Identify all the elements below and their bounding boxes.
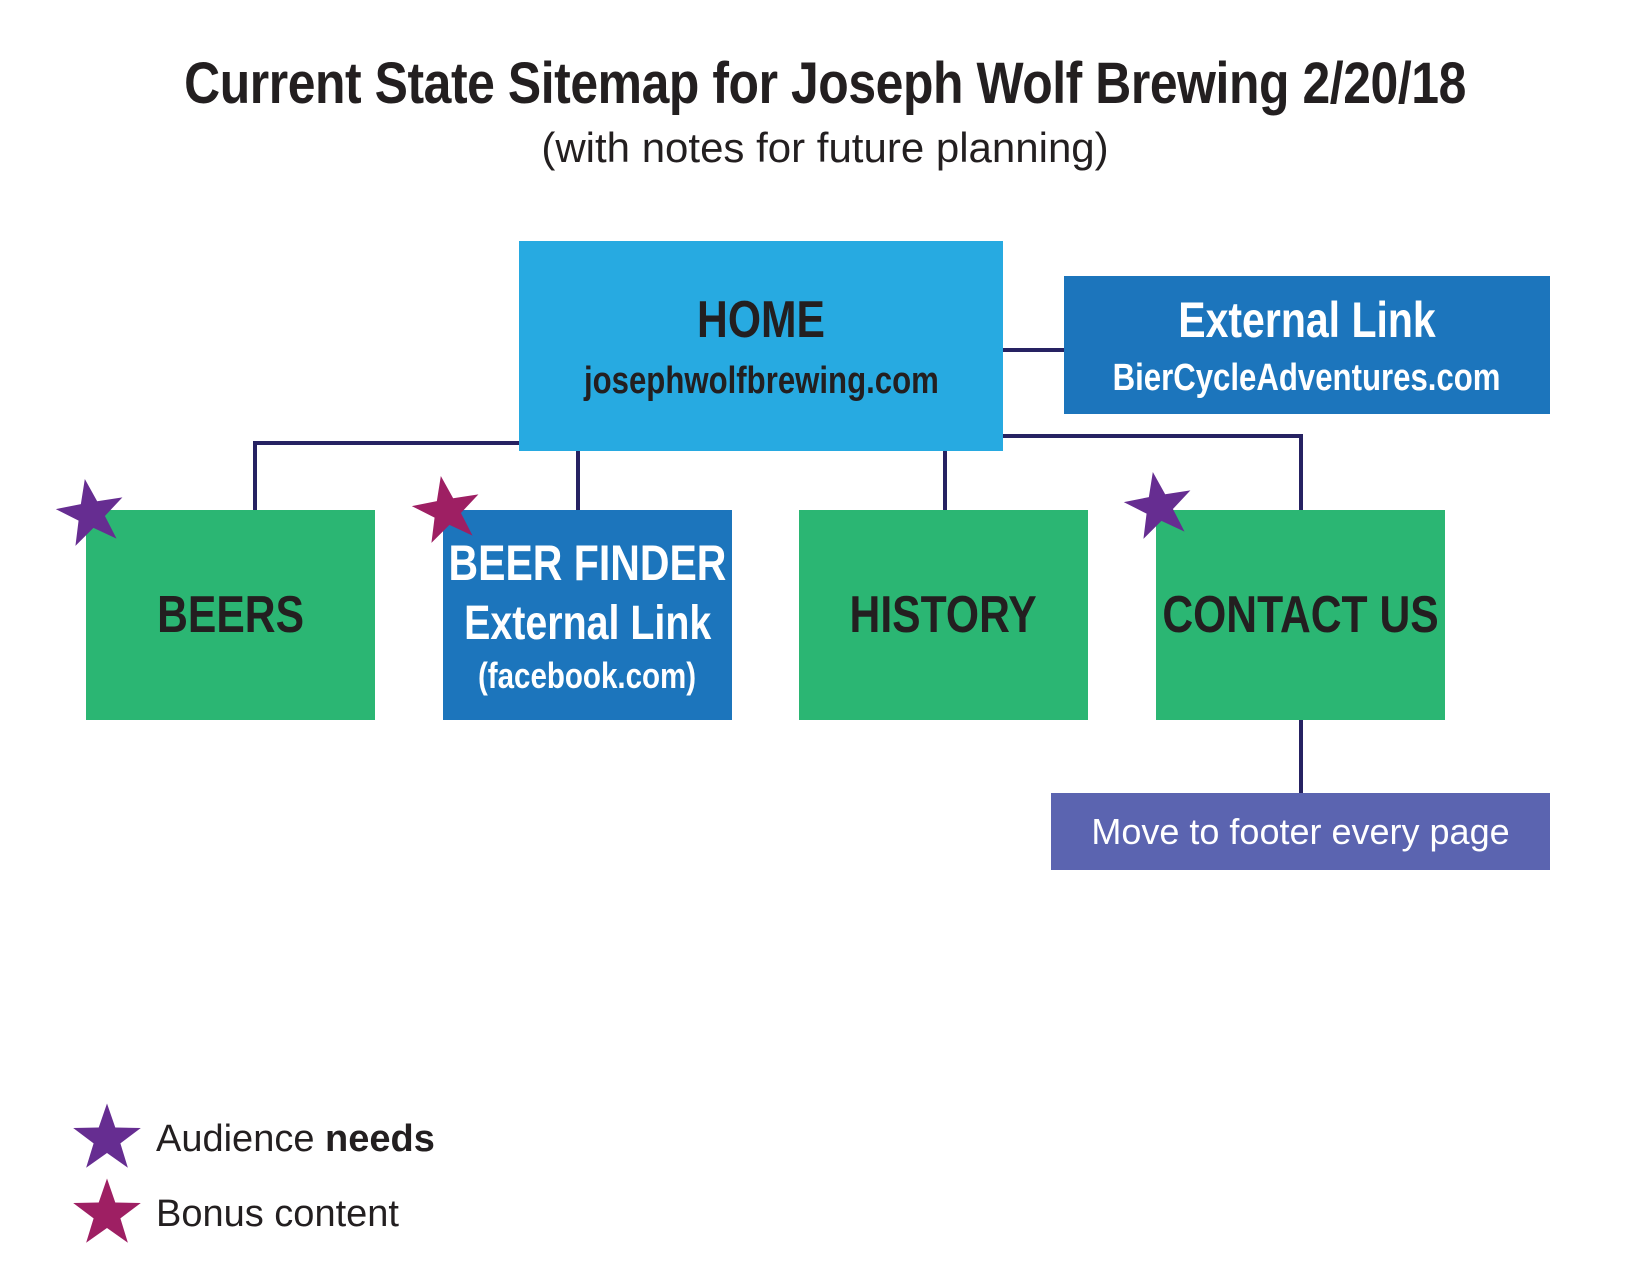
legend-bonus: Bonus content xyxy=(70,1177,399,1251)
node-beer-finder-url: (facebook.com) xyxy=(478,654,697,696)
node-external-link[interactable]: External Link BierCycleAdventures.com xyxy=(1064,276,1550,414)
node-beers-label: BEERS xyxy=(157,586,304,644)
star-icon xyxy=(55,479,123,546)
node-contact-us-label: CONTACT US xyxy=(1162,586,1439,644)
legend-audience-bold: needs xyxy=(325,1117,435,1160)
node-external-link-label: External Link xyxy=(1178,291,1436,348)
page-title: Current State Sitemap for Joseph Wolf Br… xyxy=(184,51,1466,116)
node-history-label: HISTORY xyxy=(849,586,1038,644)
node-beer-finder-sub: External Link xyxy=(463,596,712,650)
connector-home-beers xyxy=(253,441,520,510)
connector-home-contact xyxy=(1000,434,1303,510)
node-contact-us[interactable]: CONTACT US xyxy=(1156,510,1445,720)
node-external-link-url: BierCycleAdventures.com xyxy=(1113,356,1501,399)
node-beers[interactable]: BEERS xyxy=(86,510,375,720)
legend-bonus-label: Bonus content xyxy=(156,1192,399,1235)
node-home[interactable]: HOME josephwolfbrewing.com xyxy=(519,241,1003,451)
page-subtitle: (with notes for future planning) xyxy=(541,124,1109,171)
node-beer-finder-label: BEER FINDER xyxy=(448,534,727,591)
node-beer-finder[interactable]: BEER FINDER External Link (facebook.com) xyxy=(443,510,732,720)
node-history[interactable]: HISTORY xyxy=(799,510,1088,720)
node-footer-note: Move to footer every page xyxy=(1051,793,1550,870)
star-icon xyxy=(73,1178,141,1243)
legend-audience-label: Audience needs xyxy=(156,1117,435,1160)
star-icon xyxy=(73,1103,141,1168)
star-icon xyxy=(1123,472,1191,539)
node-home-label: HOME xyxy=(697,290,825,349)
node-footer-note-label: Move to footer every page xyxy=(1091,810,1510,852)
node-home-url: josephwolfbrewing.com xyxy=(583,359,939,402)
legend-audience: Audience needs xyxy=(70,1102,435,1176)
star-icon xyxy=(411,476,479,543)
